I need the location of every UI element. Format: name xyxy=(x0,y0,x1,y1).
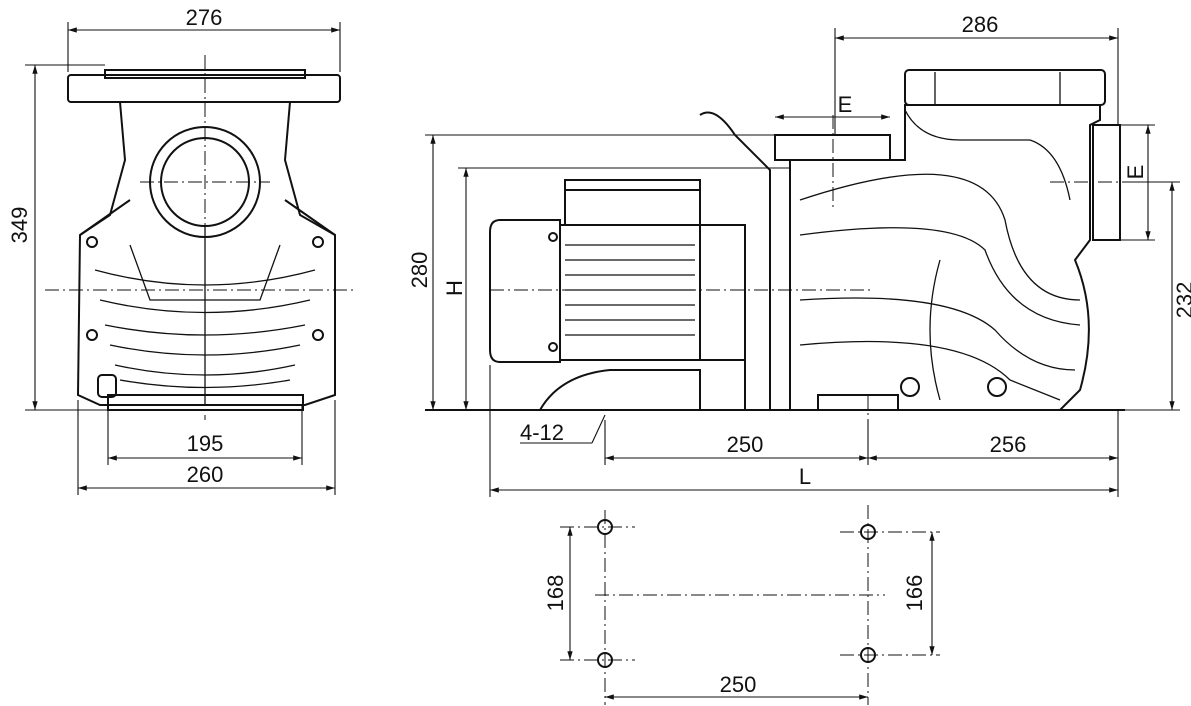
dim-body-length: 286 xyxy=(962,12,999,37)
dim-left-spacing: 168 xyxy=(543,575,568,612)
dim-right-spacing: 166 xyxy=(902,575,927,612)
dim-front-width: 276 xyxy=(186,5,223,30)
dim-inlet-e: E xyxy=(1123,165,1148,180)
dim-plan-spacing: 250 xyxy=(720,672,757,697)
dim-total-length: L xyxy=(799,464,811,489)
dim-front-height: 349 xyxy=(7,207,32,244)
base-plan: 168 166 250 xyxy=(543,505,940,705)
dim-side-hole-spacing: 250 xyxy=(727,432,764,457)
dim-inlet-height: 232 xyxy=(1172,282,1191,319)
dim-h: H xyxy=(442,280,467,296)
front-view: 276 349 195 260 xyxy=(7,5,355,495)
dim-front-offset: 256 xyxy=(990,432,1027,457)
label-mount-holes: 4-12 xyxy=(520,420,564,445)
dim-base-width: 260 xyxy=(187,462,224,487)
dim-outlet-height: 280 xyxy=(407,252,432,289)
dim-outlet-e: E xyxy=(838,92,853,117)
dim-hole-spacing: 195 xyxy=(187,431,224,456)
side-view: 286 E E 280 H 232 4-12 250 256 L xyxy=(407,12,1191,497)
